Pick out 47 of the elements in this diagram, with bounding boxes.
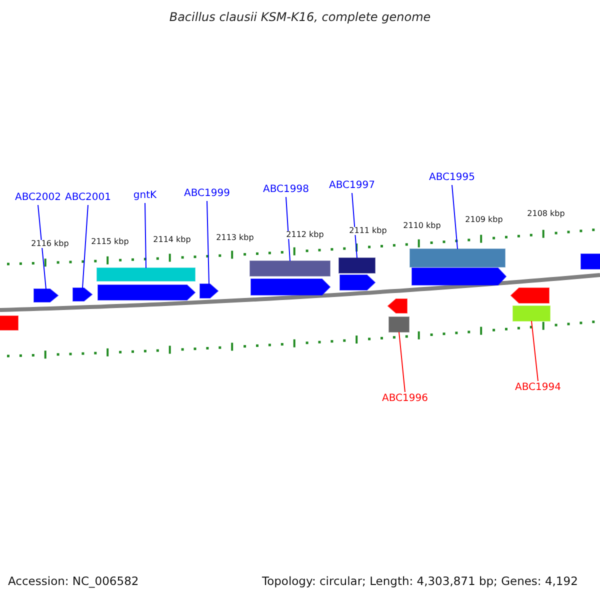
gene-label: ABC1994 [515, 383, 561, 393]
feature-bar [96, 268, 196, 282]
leader-line [206, 200, 210, 284]
gene-marker [340, 274, 376, 290]
gene-label: ABC1997 [329, 181, 375, 191]
leader-line [531, 320, 538, 382]
gene-marker [34, 288, 59, 302]
feature-bar [580, 254, 600, 270]
gene-label: ABC2002 [15, 193, 61, 203]
footer-text: Topology: circular; Length: 4,303,871 bp; Genes: 4,192 [262, 576, 578, 588]
gene-label: ABC2001 [65, 193, 111, 203]
footer-text: Accession: NC_006582 [8, 576, 139, 588]
scale-label: 2112 kbp [285, 231, 325, 239]
feature-bar [388, 316, 410, 332]
leader-line [286, 196, 290, 262]
leader-line [398, 332, 406, 392]
scale-label: 2113 kbp [215, 234, 255, 242]
gene-label: ABC1999 [184, 189, 230, 199]
scale-label: 2110 kbp [402, 222, 442, 230]
gene-marker [250, 278, 331, 296]
gene-marker [412, 268, 507, 286]
title: Bacillus clausii KSM-K16, complete genome [169, 11, 431, 23]
scale-label: 2114 kbp [152, 236, 192, 244]
leader-line [144, 202, 146, 268]
scale-label: 2111 kbp [348, 227, 388, 235]
feature-bar [512, 306, 550, 322]
feature-bar [410, 248, 506, 268]
leader-line [38, 204, 46, 290]
scale-label: 2115 kbp [90, 238, 130, 246]
scale-label: 2116 kbp [30, 240, 70, 248]
scale-label: 2109 kbp [464, 216, 504, 224]
gene-marker [510, 288, 550, 304]
gene-label: ABC1995 [429, 173, 475, 183]
gene-marker [200, 284, 219, 298]
leader-line [452, 184, 458, 250]
gene-label: ABC1998 [263, 185, 309, 195]
scale-label: 2108 kbp [526, 210, 566, 218]
gene-marker [387, 298, 408, 314]
feature-bar [250, 260, 330, 276]
gene-label: ABC1996 [382, 394, 428, 404]
feature-bar [0, 316, 18, 330]
gene-marker [98, 284, 196, 300]
gene-marker [72, 288, 93, 302]
leader-line [82, 204, 88, 288]
feature-bar [338, 258, 376, 274]
leader-line [352, 192, 358, 258]
gene-label: gntK [133, 191, 157, 201]
